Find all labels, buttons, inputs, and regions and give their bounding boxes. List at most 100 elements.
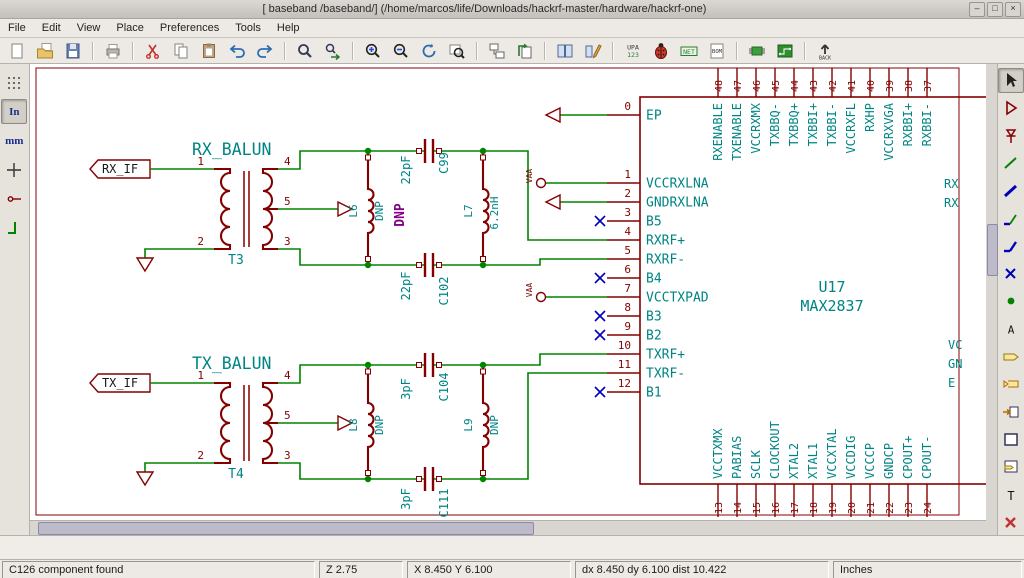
library-browser-button[interactable] (552, 39, 578, 63)
t3-primary-coil[interactable] (214, 169, 230, 249)
paste-button[interactable] (196, 39, 222, 63)
schematic-viewport[interactable]: RX_BALUN RX_IF 1 4 5 2 3 T3 L6 DNP DNP 2… (30, 64, 986, 520)
c104-value[interactable]: 3pF (399, 378, 413, 400)
c102-capacitor[interactable] (425, 253, 433, 277)
find-button[interactable] (292, 39, 318, 63)
t4-ref[interactable]: T4 (228, 467, 244, 482)
vaa-power-symbol[interactable] (536, 179, 545, 188)
c102-value[interactable]: 22pF (399, 272, 413, 301)
gnd-symbol[interactable] (137, 472, 153, 485)
l6-value[interactable]: DNP (373, 201, 386, 221)
save-button[interactable] (60, 39, 86, 63)
find-replace-button[interactable] (320, 39, 346, 63)
rx-if-label[interactable]: RX_IF (102, 162, 138, 176)
c111-ref[interactable]: C111 (437, 489, 451, 518)
leave-sheet-button[interactable] (512, 39, 538, 63)
print-button[interactable] (100, 39, 126, 63)
c104-capacitor[interactable] (425, 353, 433, 377)
schematic-canvas[interactable]: RX_BALUN RX_IF 1 4 5 2 3 T3 L6 DNP DNP 2… (30, 64, 986, 520)
t4-primary-coil[interactable] (214, 383, 230, 463)
close-button[interactable]: × (1005, 2, 1021, 17)
zoom-redraw-button[interactable] (416, 39, 442, 63)
menu-help[interactable]: Help (269, 20, 308, 36)
place-power-port-tool[interactable] (998, 123, 1024, 148)
u17-value[interactable]: MAX2837 (800, 297, 863, 315)
hierarchy-navigator-button[interactable] (484, 39, 510, 63)
new-schematic-button[interactable] (4, 39, 30, 63)
l9-ref[interactable]: L9 (462, 418, 475, 431)
place-component-tool[interactable] (998, 96, 1024, 121)
bom-button[interactable]: BOM (704, 39, 730, 63)
junction-tool[interactable] (998, 289, 1024, 314)
place-text-tool[interactable]: T (998, 483, 1024, 508)
no-connect-tool[interactable] (998, 261, 1024, 286)
c99-capacitor[interactable] (425, 139, 433, 163)
assign-footprints-button[interactable] (744, 39, 770, 63)
u17-ref[interactable]: U17 (818, 278, 845, 296)
menu-view[interactable]: View (69, 20, 109, 36)
l7-ref[interactable]: L7 (462, 204, 475, 217)
vaa-power-symbol[interactable] (536, 293, 545, 302)
menu-preferences[interactable]: Preferences (152, 20, 227, 36)
place-label-tool[interactable]: A (998, 317, 1024, 342)
place-global-label-tool[interactable] (998, 344, 1024, 369)
erc-ladybug-button[interactable] (648, 39, 674, 63)
titlebar[interactable]: [ baseband /baseband/] (/home/marcos/lif… (0, 0, 1024, 19)
annotate-button[interactable]: UPA123 (620, 39, 646, 63)
l6-ref[interactable]: L6 (347, 204, 360, 217)
c99-ref[interactable]: C99 (437, 152, 451, 174)
place-sheet-tool[interactable] (998, 427, 1024, 452)
t3-ref[interactable]: T3 (228, 253, 244, 268)
c99-value[interactable]: 22pF (399, 156, 413, 185)
zoom-in-button[interactable] (360, 39, 386, 63)
zoom-out-button[interactable] (388, 39, 414, 63)
l7-value[interactable]: 6.2nH (488, 196, 501, 229)
units-mm-button[interactable]: mm (1, 128, 27, 153)
cut-button[interactable] (140, 39, 166, 63)
l9-value[interactable]: DNP (488, 415, 501, 435)
menu-place[interactable]: Place (108, 20, 152, 36)
place-hier-label-tool[interactable] (998, 372, 1024, 397)
copy-button[interactable] (168, 39, 194, 63)
netlist-button[interactable]: NET (676, 39, 702, 63)
c111-value[interactable]: 3pF (399, 488, 413, 510)
horizontal-scrollbar[interactable] (30, 520, 986, 535)
library-editor-button[interactable] (580, 39, 606, 63)
import-sheet-pin-tool[interactable] (998, 400, 1024, 425)
open-schematic-button[interactable] (32, 39, 58, 63)
t3-secondary-coil[interactable] (263, 169, 278, 249)
gnd-flag-symbol[interactable] (546, 195, 560, 209)
grid-toggle-button[interactable] (1, 70, 27, 95)
pcbnew-button[interactable] (772, 39, 798, 63)
menu-file[interactable]: File (0, 20, 34, 36)
place-sheet-pin-tool[interactable] (998, 455, 1024, 480)
gnd-flag-symbol[interactable] (546, 108, 560, 122)
c111-capacitor[interactable] (425, 467, 433, 491)
horizontal-scroll-thumb[interactable] (38, 522, 534, 535)
gnd-symbol[interactable] (137, 258, 153, 271)
cursor-tool[interactable] (998, 68, 1024, 93)
wire-to-bus-entry-tool[interactable] (998, 206, 1024, 231)
redo-button[interactable] (252, 39, 278, 63)
c102-ref[interactable]: C102 (437, 277, 451, 306)
minimize-button[interactable]: – (969, 2, 985, 17)
t4-secondary-coil[interactable] (263, 383, 278, 463)
l8-value[interactable]: DNP (373, 415, 386, 435)
delete-tool[interactable] (998, 510, 1024, 535)
units-inches-button[interactable]: In (1, 99, 27, 124)
vertical-scroll-thumb[interactable] (987, 224, 998, 276)
cursor-shape-button[interactable] (1, 157, 27, 182)
c104-ref[interactable]: C104 (437, 373, 451, 402)
bus-to-bus-entry-tool[interactable] (998, 234, 1024, 259)
place-wire-tool[interactable] (998, 151, 1024, 176)
zoom-fit-button[interactable] (444, 39, 470, 63)
menu-edit[interactable]: Edit (34, 20, 69, 36)
back-annotate-button[interactable]: BACK (812, 39, 838, 63)
maximize-button[interactable]: □ (987, 2, 1003, 17)
vertical-scrollbar[interactable] (986, 64, 997, 535)
hv-wires-button[interactable] (1, 215, 27, 240)
undo-button[interactable] (224, 39, 250, 63)
place-bus-tool[interactable] (998, 179, 1024, 204)
menu-tools[interactable]: Tools (227, 20, 269, 36)
l8-ref[interactable]: L8 (347, 418, 360, 431)
